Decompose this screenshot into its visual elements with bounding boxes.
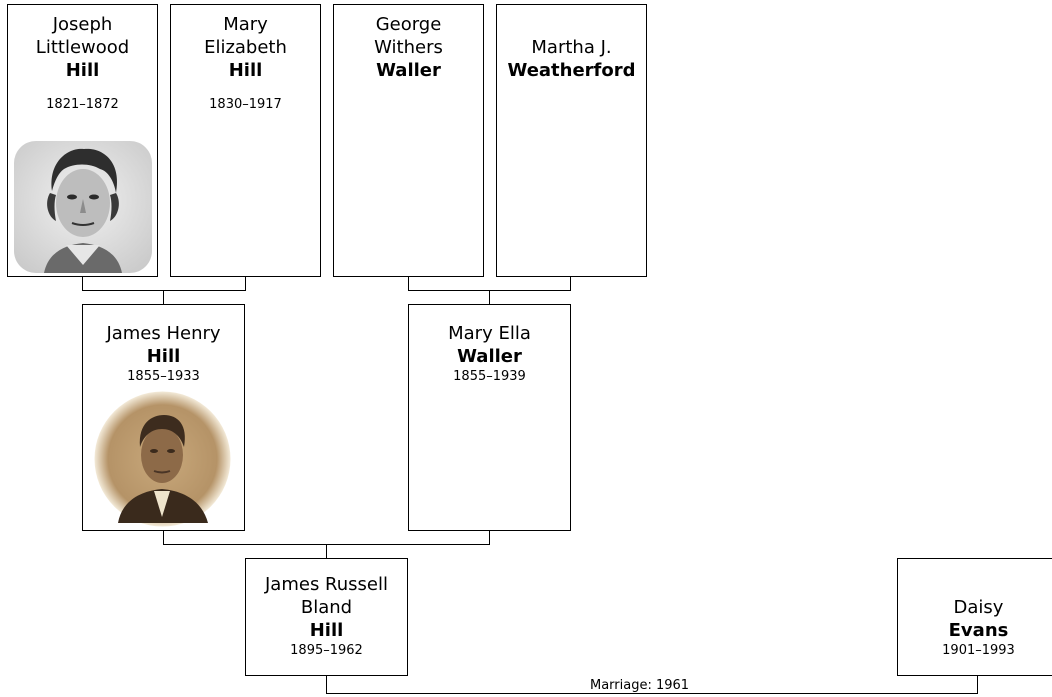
connector-hill-parents <box>82 277 246 304</box>
given-name: Mary Ella <box>448 323 531 344</box>
surname: Evans <box>948 620 1009 641</box>
portrait-photo <box>94 391 231 527</box>
person-card-james-henry-hill[interactable]: James Henry Hill 1855–1933 <box>82 304 245 531</box>
given-name: Daisy <box>953 597 1004 618</box>
person-card-george-waller[interactable]: George Withers Waller <box>333 4 484 277</box>
surname: Hill <box>309 620 344 641</box>
life-dates: 1895–1962 <box>290 643 363 658</box>
person-card-mary-ella-waller[interactable]: Mary Ella Waller 1855–1939 <box>408 304 571 531</box>
person-card-mary-elizabeth-hill[interactable]: Mary Elizabeth Hill 1830–1917 <box>170 4 321 277</box>
given-name: Joseph Littlewood <box>35 14 130 58</box>
given-name: Martha J. <box>531 37 612 58</box>
surname: Hill <box>228 60 263 81</box>
surname: Weatherford <box>507 60 636 81</box>
surname: Waller <box>457 346 522 367</box>
given-name: James Russell Bland <box>265 574 388 618</box>
surname: Waller <box>376 60 441 81</box>
marriage-label: Marriage: 1961 <box>590 678 690 693</box>
person-card-james-russell-hill[interactable]: James Russell Bland Hill 1895–1962 <box>245 558 408 676</box>
life-dates: 1821–1872 <box>46 97 119 112</box>
given-name: James Henry <box>106 323 221 344</box>
connector-waller-parents <box>408 277 571 304</box>
surname: Hill <box>65 60 100 81</box>
given-name: George Withers <box>374 14 443 58</box>
surname: Hill <box>146 346 181 367</box>
connector-marriage <box>326 676 978 694</box>
life-dates: 1830–1917 <box>209 97 282 112</box>
life-dates: 1855–1939 <box>453 369 526 384</box>
person-card-martha-weatherford[interactable]: Martha J. Weatherford <box>496 4 647 277</box>
person-card-joseph-hill[interactable]: Joseph Littlewood Hill 1821–1872 <box>7 4 158 277</box>
person-card-daisy-evans[interactable]: Daisy Evans 1901–1993 <box>897 558 1052 676</box>
life-dates: 1901–1993 <box>942 643 1015 658</box>
given-name: Mary Elizabeth <box>204 14 287 58</box>
life-dates: 1855–1933 <box>127 369 200 384</box>
portrait-photo <box>14 141 152 273</box>
connector-james-henry-mary-ella <box>163 531 490 558</box>
